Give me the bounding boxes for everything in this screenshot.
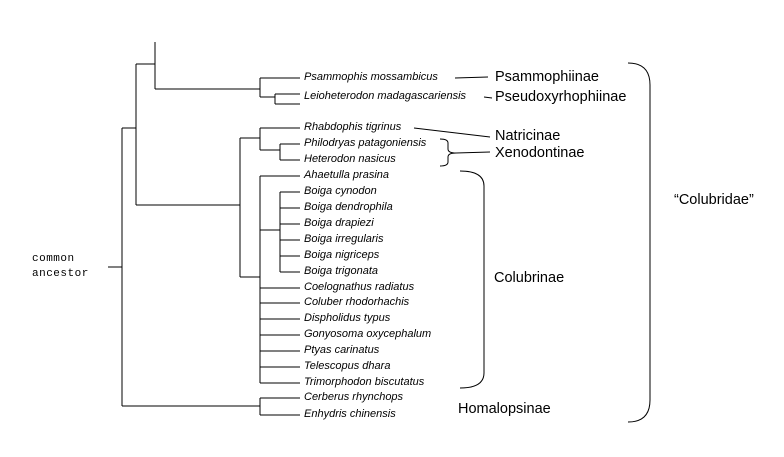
species-cerberus: Cerberus rhynchops [304, 391, 404, 403]
colubrinae-bracket [459, 170, 485, 389]
species-ptyas: Ptyas carinatus [304, 344, 380, 356]
group-pseudoxyrhophiinae: Pseudoxyrhophiinae [495, 89, 627, 105]
species-boiga-irregularis: Boiga irregularis [304, 233, 384, 245]
root-label-line1: common [32, 253, 75, 265]
xenodontinae-connector [455, 151, 491, 154]
species-dispholidus: Dispholidus typus [304, 312, 391, 324]
root-label-line2: ancestor [32, 268, 89, 280]
species-philodryas: Philodryas patagoniensis [304, 137, 427, 149]
species-leioheterodon: Leioheterodon madagascariensis [304, 90, 467, 102]
species-psammophis: Psammophis mossambicus [304, 71, 438, 83]
group-natricinae: Natricinae [495, 128, 561, 144]
species-heterodon: Heterodon nasicus [304, 153, 396, 165]
colubridae-bracket [627, 62, 651, 423]
group-homalopsinae: Homalopsinae [458, 401, 551, 417]
species-ahaetulla: Ahaetulla prasina [304, 169, 390, 181]
species-trimorphodon: Trimorphodon biscutatus [304, 376, 425, 388]
species-coluber: Coluber rhodorhachis [304, 296, 410, 308]
species-rhabdophis: Rhabdophis tigrinus [304, 121, 402, 133]
natricinae-connector [413, 127, 491, 138]
group-xenodontinae: Xenodontinae [495, 145, 585, 161]
species-boiga-dendrophila: Boiga dendrophila [304, 201, 393, 213]
species-enhydris: Enhydris chinensis [304, 408, 396, 420]
species-boiga-drapiezi: Boiga drapiezi [304, 217, 374, 229]
species-telescopus: Telescopus dhara [304, 360, 391, 372]
species-boiga-cynodon: Boiga cynodon [304, 185, 377, 197]
xenodontinae-bracket [439, 138, 457, 167]
pseudoxyrhophiinae-connector [483, 96, 493, 99]
psammophiinae-connector [454, 76, 489, 79]
group-colubrinae: Colubrinae [494, 270, 565, 286]
group-psammophiinae: Psammophiinae [495, 69, 599, 85]
species-boiga-nigriceps: Boiga nigriceps [304, 249, 380, 261]
species-gonyosoma: Gonyosoma oxycephalum [304, 328, 432, 340]
species-coelognathus: Coelognathus radiatus [304, 281, 415, 293]
species-boiga-trigonata: Boiga trigonata [304, 265, 378, 277]
family-colubridae-label: “Colubridae” [674, 192, 754, 208]
